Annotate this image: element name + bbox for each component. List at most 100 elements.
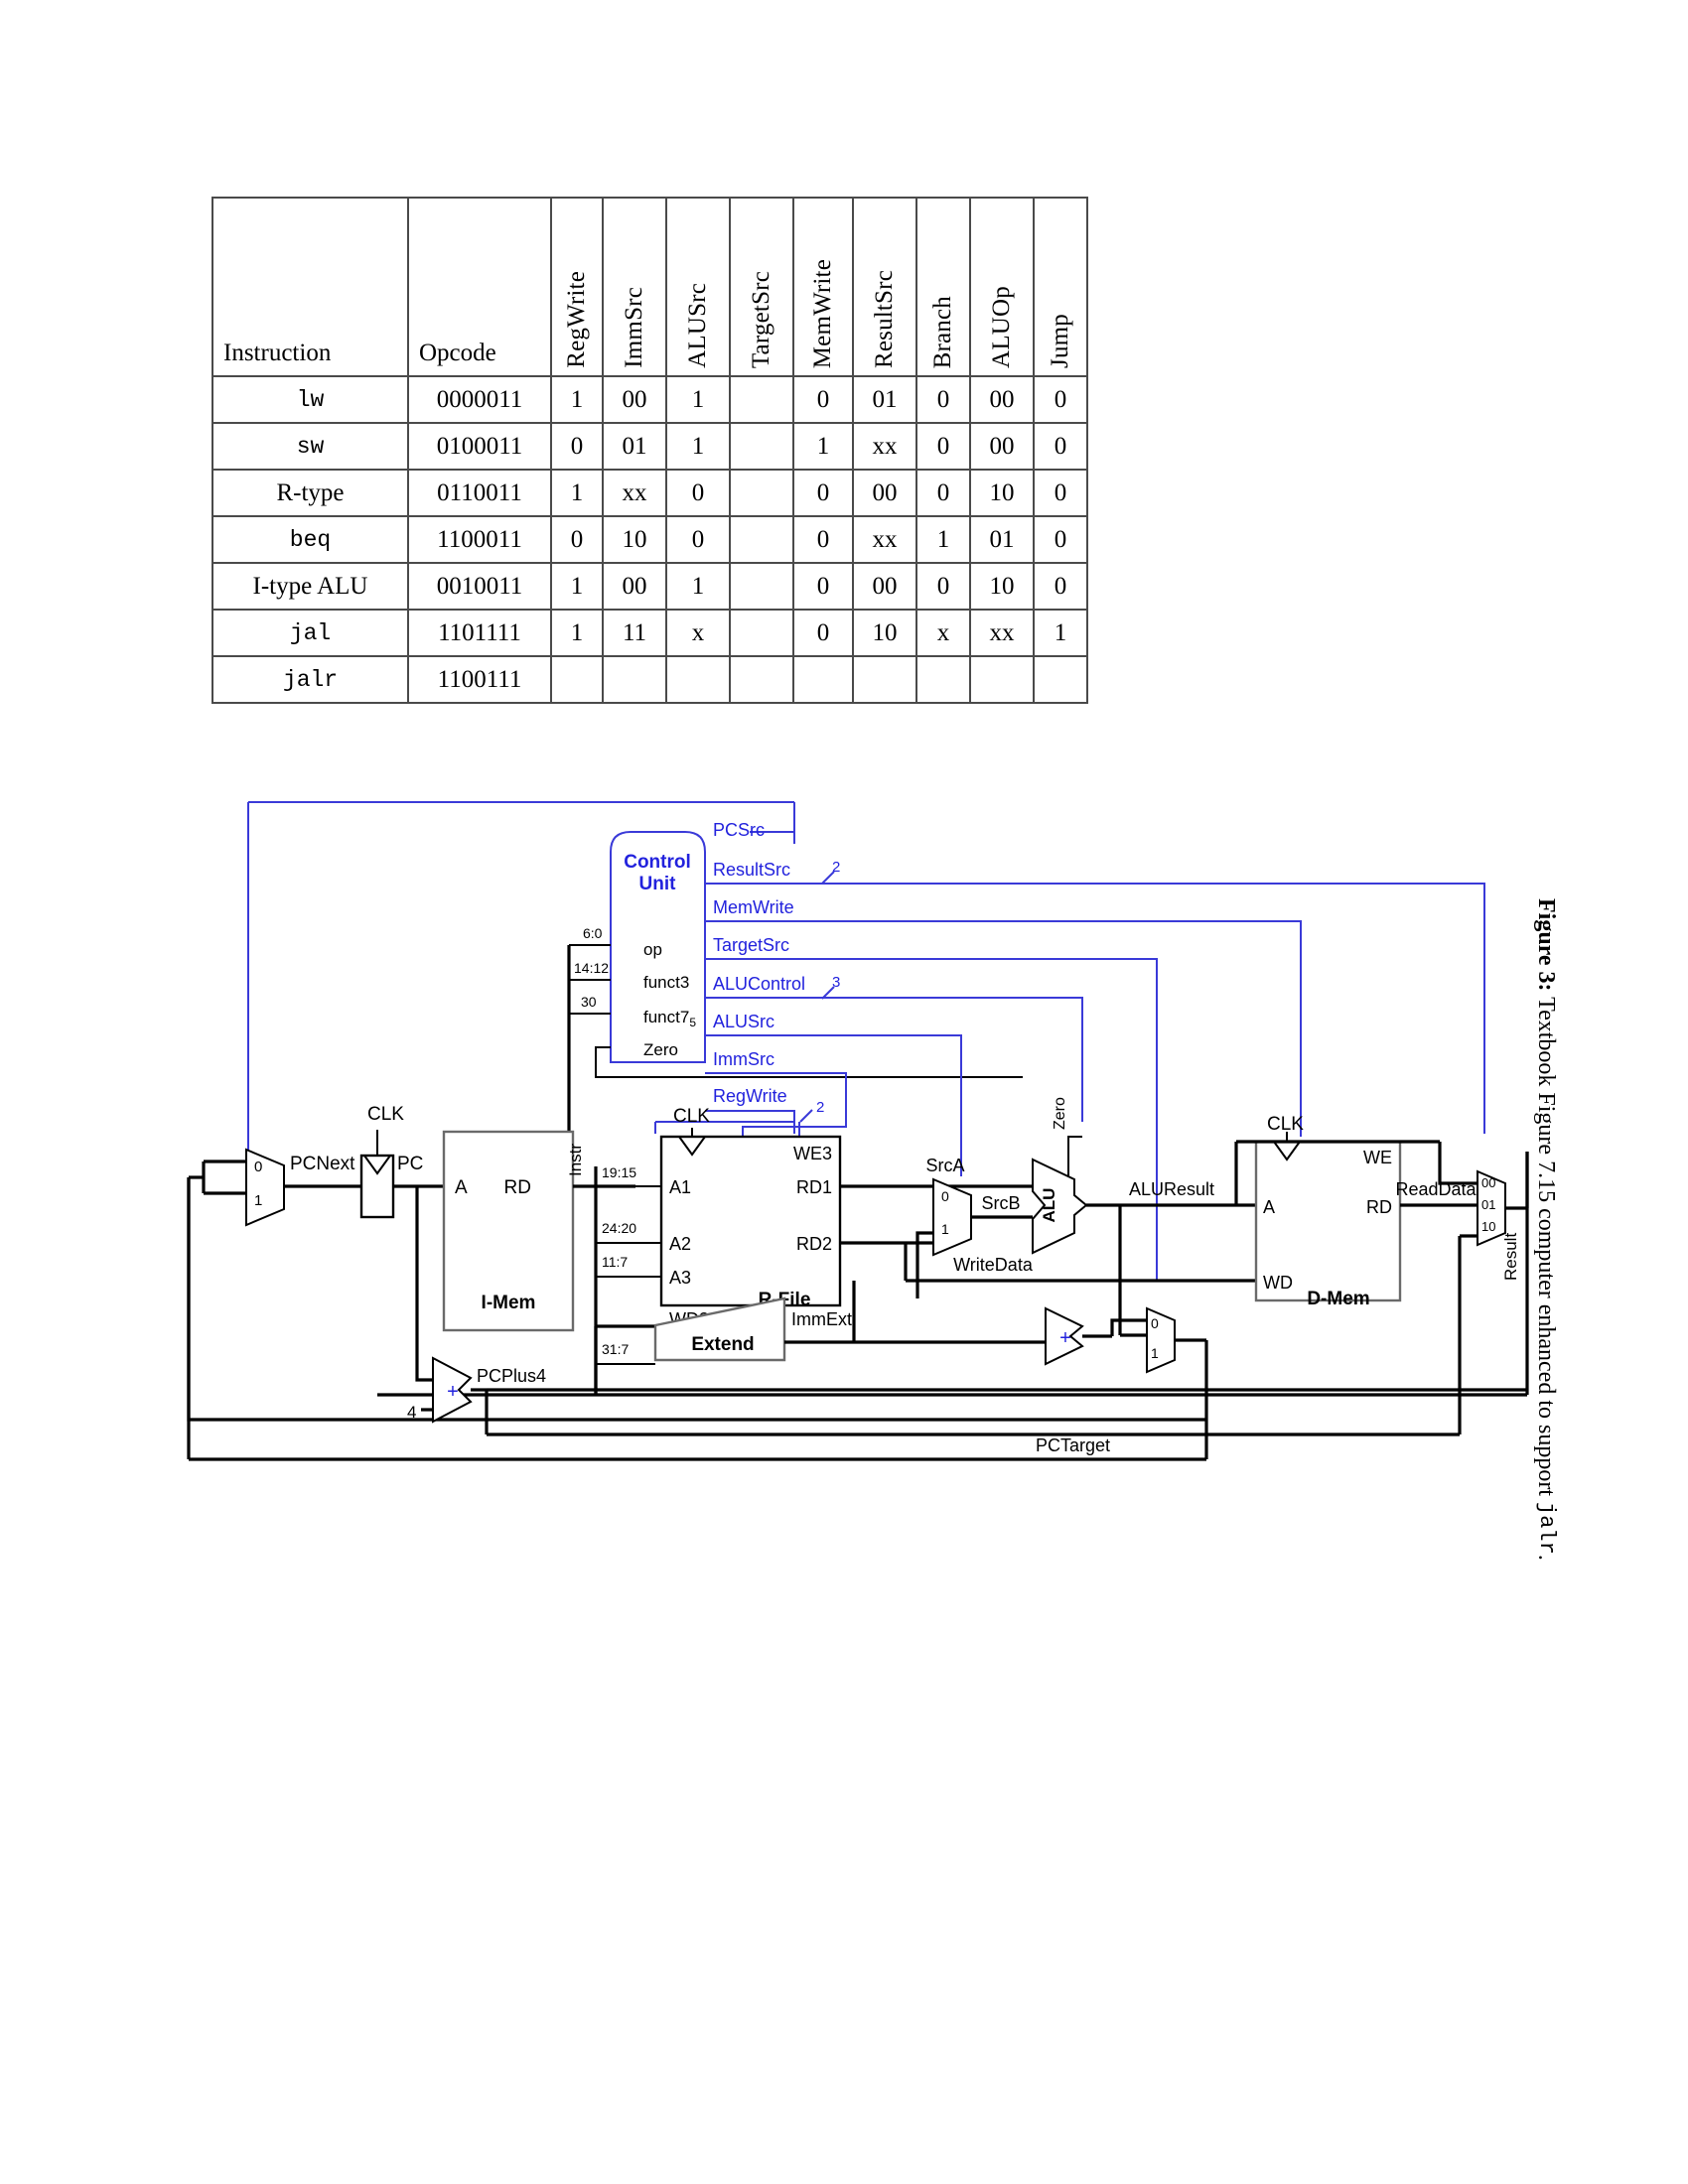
width-alucontrol: 3 <box>832 974 840 991</box>
cell-targetsrc <box>729 562 794 611</box>
dmem-a: A <box>1263 1197 1275 1217</box>
cell-branch: 1 <box>915 515 971 564</box>
width-resultsrc: 2 <box>832 859 840 876</box>
cell-opcode: 0010011 <box>407 562 552 611</box>
cell-branch: 0 <box>915 562 971 611</box>
control-input-zero: Zero <box>643 1040 678 1059</box>
header-memwrite-label: MemWrite <box>809 258 836 368</box>
cell-aluop: xx <box>969 609 1035 657</box>
control-signal-table: Instruction Opcode RegWrite ImmSrc ALUSr… <box>211 197 1088 704</box>
wire-result: Result <box>1501 1233 1520 1281</box>
pctarget-adder-plus: + <box>1059 1327 1071 1349</box>
cell-regwrite: 0 <box>550 515 604 564</box>
wire-pc: PC <box>397 1154 423 1174</box>
cell-regwrite: 0 <box>550 422 604 471</box>
cell-targetsrc <box>729 655 794 704</box>
header-instruction-label: Instruction <box>223 340 332 366</box>
cell-branch: 0 <box>915 469 971 517</box>
cell-opcode: 0000011 <box>407 375 552 424</box>
cell-memwrite: 0 <box>792 562 854 611</box>
cell-instruction: I-type ALU <box>211 562 409 611</box>
cell-opcode: 1101111 <box>407 609 552 657</box>
wire-pctarget: PCTarget <box>1036 1435 1110 1455</box>
control-unit-title-line2: Unit <box>639 874 677 894</box>
srcb-mux-label-1: 1 <box>941 1221 949 1237</box>
cell-alusrc: 1 <box>665 422 731 471</box>
cell-immsrc: 01 <box>602 422 667 471</box>
cell-instruction: lw <box>211 375 409 424</box>
cell-instruction: beq <box>211 515 409 564</box>
cell-targetsrc <box>729 469 794 517</box>
cell-regwrite: 1 <box>550 609 604 657</box>
cell-immsrc: 11 <box>602 609 667 657</box>
header-jump-label: Jump <box>1047 314 1073 368</box>
clk-label-pc: CLK <box>367 1104 404 1125</box>
target-mux-label-0: 0 <box>1151 1315 1159 1331</box>
cell-memwrite: 0 <box>792 609 854 657</box>
cell-immsrc: 00 <box>602 375 667 424</box>
cell-jump: 0 <box>1033 422 1088 471</box>
rfile-a1: A1 <box>669 1177 691 1197</box>
rfile-we3: WE3 <box>793 1144 832 1163</box>
tap-a3: 11:7 <box>602 1254 628 1270</box>
cell-memwrite <box>792 655 854 704</box>
table-header-row: Instruction Opcode RegWrite ImmSrc ALUSr… <box>211 197 1088 377</box>
cell-aluop: 10 <box>969 469 1035 517</box>
result-mux-label-10: 10 <box>1481 1219 1495 1234</box>
pc-mux-label-0: 0 <box>254 1159 262 1175</box>
wire-zero: Zero <box>1052 1097 1068 1130</box>
cell-opcode: 0100011 <box>407 422 552 471</box>
header-targetsrc-label: TargetSrc <box>748 270 774 368</box>
const-4: 4 <box>407 1403 416 1422</box>
cell-regwrite: 1 <box>550 469 604 517</box>
cell-resultsrc: 00 <box>852 469 917 517</box>
cell-targetsrc <box>729 609 794 657</box>
cell-memwrite: 0 <box>792 469 854 517</box>
imem-port-a: A <box>455 1177 468 1198</box>
header-regwrite-label: RegWrite <box>563 271 590 368</box>
srcb-mux-label-0: 0 <box>941 1188 949 1204</box>
clk-label-dmem: CLK <box>1267 1114 1304 1135</box>
header-memwrite: MemWrite <box>792 197 854 377</box>
figure-caption-text-after: . <box>1533 1554 1559 1561</box>
tap-a2: 24:20 <box>602 1220 636 1236</box>
cell-jump: 0 <box>1033 469 1088 517</box>
cell-regwrite: 1 <box>550 375 604 424</box>
header-alusrc-label: ALUSrc <box>684 283 711 368</box>
cell-opcode: 1100011 <box>407 515 552 564</box>
figure-caption: Figure 3: Textbook Figure 7.15 computer … <box>1533 898 1574 1561</box>
cell-immsrc: 00 <box>602 562 667 611</box>
cell-targetsrc <box>729 515 794 564</box>
cell-targetsrc <box>729 375 794 424</box>
header-branch: Branch <box>915 197 971 377</box>
cell-resultsrc: xx <box>852 422 917 471</box>
cell-immsrc: xx <box>602 469 667 517</box>
figure-caption-mono: jalr <box>1534 1502 1559 1555</box>
cell-immsrc <box>602 655 667 704</box>
cell-instruction: jal <box>211 609 409 657</box>
wire-immext: ImmExt <box>791 1309 852 1329</box>
signal-resultsrc: ResultSrc <box>713 860 790 880</box>
dmem-rd: RD <box>1366 1197 1392 1217</box>
cell-resultsrc <box>852 655 917 704</box>
rfile-a2: A2 <box>669 1234 691 1254</box>
cell-immsrc: 10 <box>602 515 667 564</box>
signal-targetsrc: TargetSrc <box>713 935 789 955</box>
signal-memwrite: MemWrite <box>713 897 794 917</box>
header-aluop-label: ALUOp <box>988 286 1015 368</box>
cell-jump: 0 <box>1033 375 1088 424</box>
header-immsrc-label: ImmSrc <box>621 287 647 368</box>
pc-mux-label-1: 1 <box>254 1192 262 1209</box>
wire-pcnext: PCNext <box>290 1154 355 1174</box>
cell-aluop: 00 <box>969 422 1035 471</box>
cell-resultsrc: 10 <box>852 609 917 657</box>
wire-pcplus4: PCPlus4 <box>477 1366 546 1386</box>
dmem-we: WE <box>1363 1148 1392 1167</box>
wire-instr: Instr <box>566 1144 585 1176</box>
rfile-a3: A3 <box>669 1268 691 1288</box>
cell-instruction: sw <box>211 422 409 471</box>
